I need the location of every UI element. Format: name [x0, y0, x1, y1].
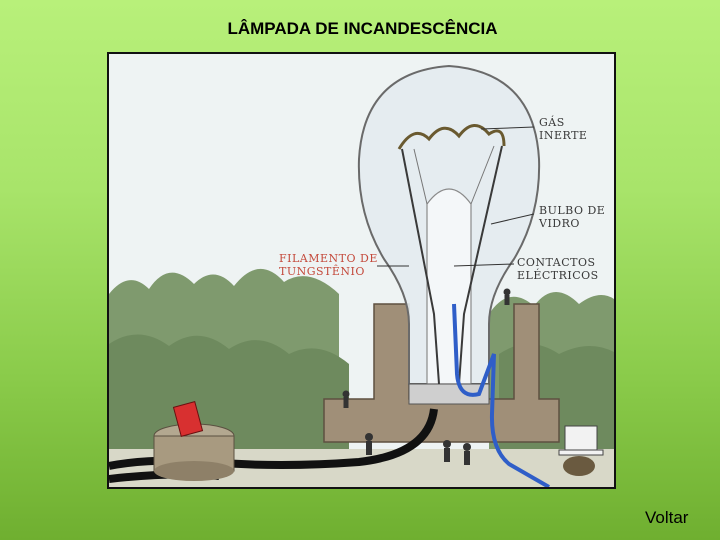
glass-stem [426, 188, 472, 385]
label-bulbo-de-vidro: BULBO DE VIDRO [539, 204, 606, 230]
label-contactos-electricos: CONTACTOS ELÉCTRICOS [517, 256, 599, 282]
diagram-illustration: GÁS INERTE BULBO DE VIDRO FILAMENTO DE T… [107, 52, 616, 489]
bulb-illustration [109, 54, 614, 487]
voltar-link[interactable]: Voltar [645, 508, 689, 527]
bulb-socket [408, 383, 490, 405]
blue-wire [452, 303, 550, 487]
label-gas-inerte: GÁS INERTE [539, 116, 588, 142]
slide-title: LÂMPADA DE INCANDESCÊNCIA [227, 19, 498, 38]
red-switch-lever [172, 401, 204, 437]
tungsten-filament [397, 124, 506, 150]
label-filamento-de-tungstenio: FILAMENTO DE TUNGSTÊNIO [279, 252, 378, 278]
tiny-people [342, 288, 511, 465]
